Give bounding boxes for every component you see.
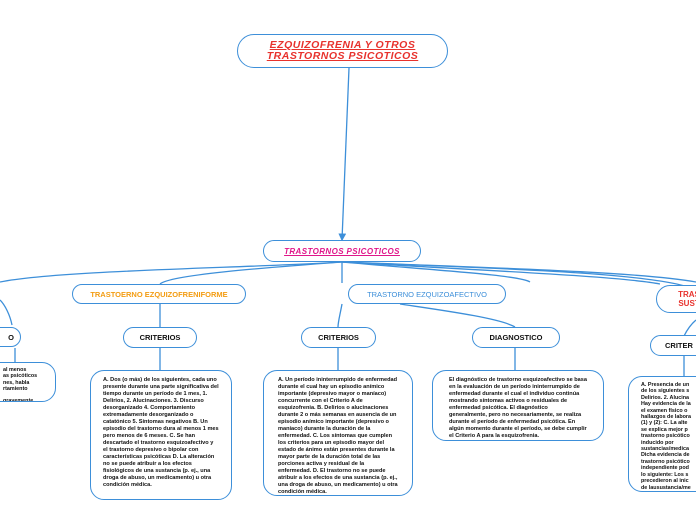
branch-esquizofreniforme-label: TRASTOERNO EZQUIZOFRENIFORME	[90, 289, 228, 299]
left-partial-label: O	[8, 332, 14, 342]
branch-sustancias[interactable]: TRAS SUST	[656, 285, 696, 313]
root-title-line1: EZQUIZOFRENIA Y OTROS	[269, 39, 416, 51]
branch-esquizofreniforme[interactable]: TRASTOERNO EZQUIZOFRENIFORME	[72, 284, 246, 304]
branch-esquizoafectivo[interactable]: TRASTORNO EZQUIZOAFECTIVO	[348, 284, 506, 304]
diagnostico-label: DIAGNOSTICO	[489, 333, 543, 342]
root-node[interactable]: EZQUIZOFRENIA Y OTROS TRASTORNOS PSICOTI…	[237, 34, 448, 68]
left-partial-text: al menos as psicóticos nes, habla rtamie…	[0, 362, 56, 402]
diagnostico-text: El diagnóstico de trastorno esquizoafect…	[432, 370, 604, 441]
criterios-esquizoafectivo-label: CRITERIOS	[318, 333, 359, 342]
criterios-sustancias-label: CRITER	[665, 341, 693, 350]
criterios-esquizofreniforme-label: CRITERIOS	[139, 333, 181, 342]
criterios-sustancias-node[interactable]: CRITER	[650, 335, 696, 356]
diagnostico-node[interactable]: DIAGNOSTICO	[472, 327, 560, 348]
trastornos-psicoticos-node[interactable]: TRASTORNOS PSICOTICOS	[263, 240, 421, 262]
esquizoafectivo-criteria-text: A. Un período ininterrumpido de enfermed…	[263, 370, 413, 496]
branch-esquizoafectivo-label: TRASTORNO EZQUIZOAFECTIVO	[367, 289, 487, 299]
esquizofreniforme-criteria-text: A. Dos (o más) de los siguientes, cada u…	[90, 370, 232, 500]
root-title-line2: TRASTORNOS PSICOTICOS	[266, 50, 419, 62]
branch-sustancias-label: TRAS SUST	[678, 290, 696, 308]
criterios-esquizofreniforme-node[interactable]: CRITERIOS	[123, 327, 197, 348]
left-partial-node[interactable]: O	[0, 327, 21, 347]
criterios-esquizoafectivo-node[interactable]: CRITERIOS	[301, 327, 376, 348]
trastornos-psicoticos-label: TRASTORNOS PSICOTICOS	[284, 246, 400, 256]
sustancias-criteria-text: A. Presencia de un de los siguientes s D…	[628, 376, 696, 492]
